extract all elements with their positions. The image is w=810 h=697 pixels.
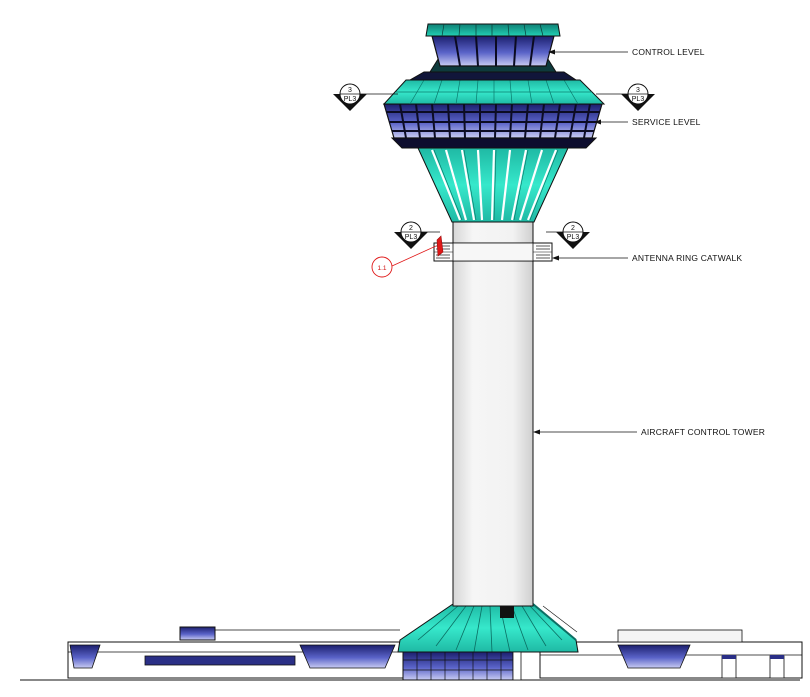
control-level-cab [425, 23, 561, 73]
service-level-label: SERVICE LEVEL [632, 117, 701, 127]
control-level-label: CONTROL LEVEL [632, 47, 705, 57]
detail-callout-text: 1.1 [377, 265, 386, 272]
section-marker-number: 3 [348, 87, 352, 94]
antenna-ring-catwalk [433, 235, 553, 262]
section-marker-number: 2 [571, 225, 575, 232]
section-marker-lower-left[interactable]: 2 PL3 [394, 221, 428, 249]
label-aircraft-control-tower: AIRCRAFT CONTROL TOWER [533, 427, 765, 437]
tower-shaft [452, 221, 534, 607]
section-marker-sheet: PL3 [567, 234, 580, 241]
label-control-level: CONTROL LEVEL [548, 47, 705, 57]
section-marker-sheet: PL3 [405, 234, 418, 241]
section-marker-number: 2 [409, 225, 413, 232]
right-window-band [617, 644, 785, 679]
left-window-band [69, 644, 396, 669]
section-marker-lower-right[interactable]: 2 PL3 [556, 221, 590, 249]
detail-callout[interactable]: 1.1 [371, 245, 437, 278]
label-antenna-ring-catwalk: ANTENNA RING CATWALK [552, 253, 742, 263]
antenna-red-mark [436, 235, 444, 257]
base-building [20, 626, 803, 681]
section-marker-upper-right[interactable]: 3 PL3 [621, 83, 655, 111]
label-service-level: SERVICE LEVEL [594, 117, 701, 127]
section-marker-number: 3 [636, 87, 640, 94]
section-marker-upper-left[interactable]: 3 PL3 [333, 83, 367, 111]
section-marker-sheet: PL3 [344, 96, 357, 103]
service-level-cab [382, 71, 606, 223]
tower-base-podium [397, 598, 579, 681]
antenna-ring-catwalk-label: ANTENNA RING CATWALK [632, 253, 742, 263]
section-marker-sheet: PL3 [632, 96, 645, 103]
aircraft-control-tower-label: AIRCRAFT CONTROL TOWER [641, 427, 765, 437]
